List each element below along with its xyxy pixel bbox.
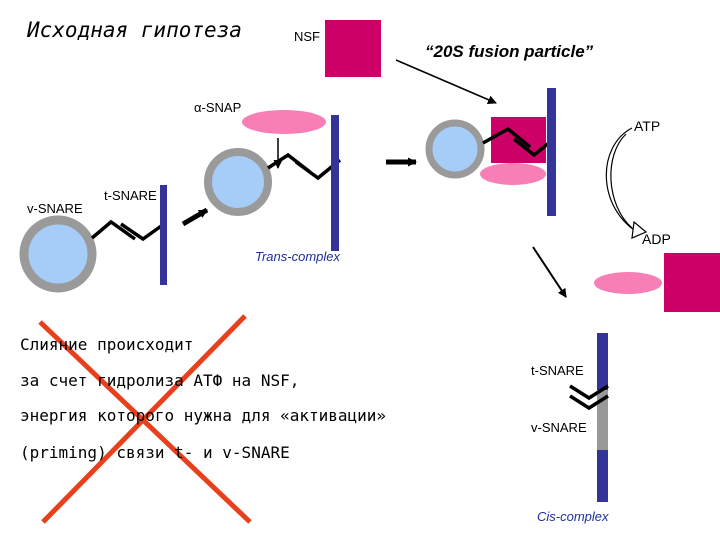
crossed-text-line-4: (priming) связи t- и v-SNARE [20,443,290,462]
alpha-snap-2 [480,163,546,185]
crossed-text-line-1: Слияние происходит [20,335,194,354]
alpha-snap-label: α-SNAP [194,100,242,115]
arrow-1 [181,207,209,227]
vesicle-1 [19,215,97,293]
alpha-snap-1 [242,110,326,134]
vesicle-3 [425,119,485,179]
cis-complex-label: Cis-complex [537,509,609,524]
v-snare-3 [482,126,532,149]
alpha-snap-3 [594,272,662,294]
trans-complex-label: Trans-complex [255,249,341,264]
atp-label: ATP [634,118,661,134]
t-snare-1 [120,222,166,242]
vesicle-2 [204,148,272,216]
crossed-text-line-3: энергия которого нужна для «активации» [20,406,387,425]
cis-membrane-top [597,333,608,390]
atp-adp-arrow [605,127,641,235]
crossed-text-line-2: за счет гидролиза АТФ на NSF, [20,371,300,390]
atp-adp-arrowhead [631,220,648,239]
slide-title: Исходная гипотеза [27,18,242,42]
adp-label: ADP [642,231,671,247]
nsf-box-3 [664,253,720,312]
cis-t-snare-label: t-SNARE [531,363,584,378]
cis-v-snare [569,394,609,411]
cross-line-2 [41,314,247,524]
cis-gray-segment [597,390,608,450]
atp-adp-arrow-inner [610,133,633,229]
membrane-1 [160,185,167,285]
arrow-4 [532,246,567,298]
cis-v-snare-label: v-SNARE [531,420,587,435]
nsf-box-2 [491,117,546,163]
v-snare-label: v-SNARE [27,201,83,216]
membrane-3 [547,88,556,216]
pointer-line [395,59,497,104]
cross-line-1 [38,320,252,524]
t-snare-label: t-SNARE [104,188,157,203]
cis-membrane-bottom [597,450,608,502]
membrane-2 [331,115,339,251]
nsf-label: NSF [294,29,320,44]
fusion-particle-label: “20S fusion particle” [425,42,594,61]
v-snare-1 [90,219,137,241]
nsf-box-1 [325,20,381,77]
cis-t-snare [569,384,609,401]
